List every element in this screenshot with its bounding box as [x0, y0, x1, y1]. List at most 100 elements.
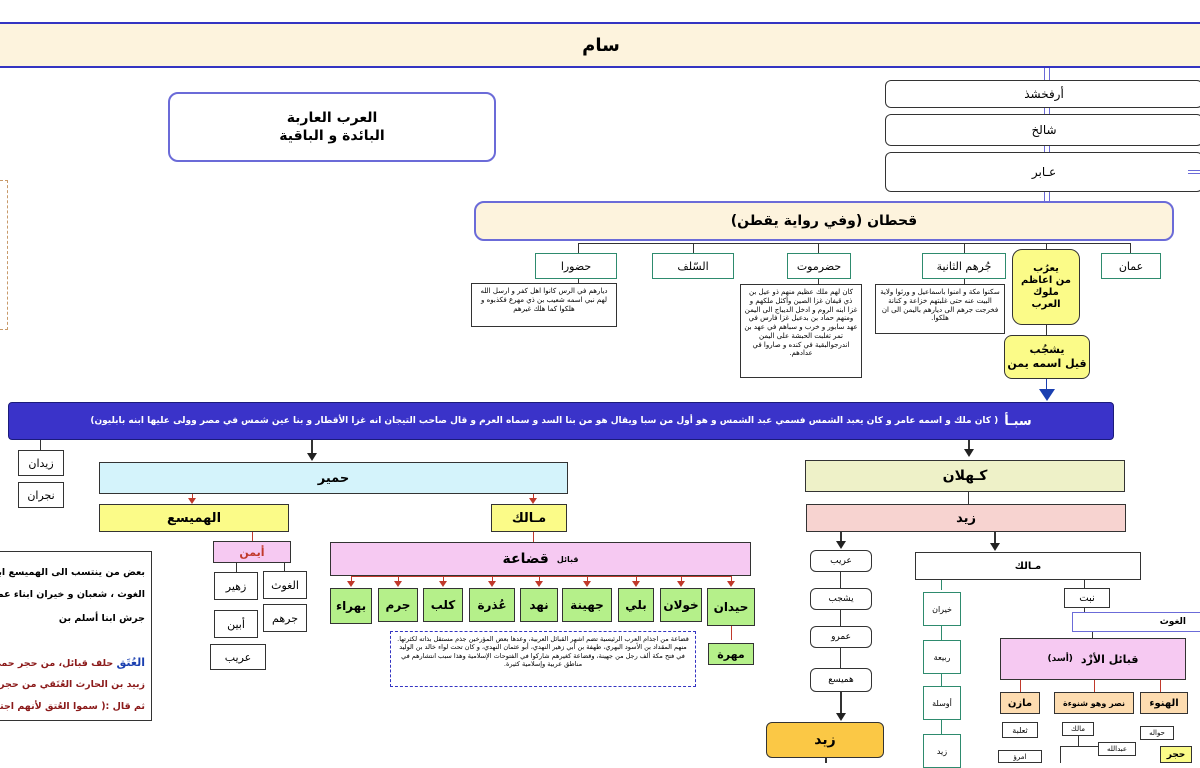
small-malik: مالك: [1062, 722, 1094, 736]
connector: [840, 692, 842, 714]
lineage-shalikh: شالخ: [885, 114, 1200, 146]
yarub-line: العرب: [1031, 299, 1061, 310]
connector: [533, 532, 534, 542]
arrow-down: [307, 453, 317, 461]
child-label: عمان: [1118, 259, 1144, 273]
kahlan-nabt: نبت: [1064, 588, 1110, 608]
arrow-down: [836, 541, 846, 549]
note-text: ديارهم في الرس كانوا اهل كفر و ارسل الله…: [480, 287, 608, 313]
qahtan-child-jurhum: جُرهم الثانية: [922, 253, 1006, 279]
connector: [443, 576, 444, 581]
small-thalaba: ثعلبة: [1002, 722, 1038, 738]
tribe-label: خولان: [663, 598, 699, 612]
tribe-khawlan: خولان: [660, 588, 702, 622]
tribe-kalb: كلب: [423, 588, 463, 622]
side-text-box: بعض من ينتسب الى الهميسع ابن الغوث ، شعب…: [0, 551, 152, 721]
tribe-jarm: جرم: [378, 588, 418, 622]
arrow-down: [529, 498, 537, 504]
qahtan-child-oman: عمان: [1101, 253, 1161, 279]
arrow-down: [990, 543, 1000, 551]
tribe-label: مهرة: [717, 647, 745, 661]
side-line: بعض من ينتسب الى الهميسع ابن: [0, 567, 145, 578]
azd-son-nasr: نصر وهو شنوءة: [1054, 692, 1134, 714]
malik-son-zayd: زيد: [923, 734, 961, 768]
lineage-aber: عـابر: [885, 152, 1200, 192]
quda-note: قضاعة من اجذام العرب الرئيسية تضم اشهر ا…: [390, 631, 696, 687]
connector: [1130, 243, 1131, 253]
small-hawala: حواله: [1140, 726, 1174, 740]
connector: [311, 440, 313, 454]
tribe-label: بهراء: [335, 599, 367, 613]
title-line-1: العرب العاربة: [286, 109, 378, 126]
chain-hamaysa: هميسع: [810, 668, 872, 692]
sam-title: سام: [582, 34, 620, 56]
small-label: حجر: [1166, 749, 1186, 760]
connector: [818, 243, 819, 253]
azd-son-mazin: مازن: [1000, 692, 1040, 714]
connector: [731, 576, 732, 581]
saba-desc: ( كان ملك و اسمه عامر و كان يعبد الشمس ف…: [90, 416, 999, 426]
arrow-down: [1039, 389, 1055, 401]
tribe-label: عُذرة: [477, 598, 507, 612]
son-label: ربيعة: [933, 652, 951, 662]
connector: [1084, 580, 1085, 588]
ghawth-box: الغوث: [1072, 612, 1200, 632]
connector: [1188, 170, 1200, 174]
arrow-down: [727, 581, 735, 587]
arrow-down: [439, 581, 447, 587]
arrow-down: [488, 581, 496, 587]
saba-name: سبـأ: [1004, 413, 1032, 429]
tribe-udhra: عُذرة: [469, 588, 515, 622]
connector: [40, 440, 41, 450]
son-label: أوسلة: [932, 698, 952, 708]
arrow-down: [677, 581, 685, 587]
malik-son-rabia: ربيعة: [923, 640, 961, 674]
tribe-bahra: بهراء: [330, 588, 372, 624]
note-hadura: ديارهم في الرس كانوا اهل كفر و ارسل الله…: [471, 283, 617, 327]
note-text: كان لهم ملك عظيم منهم ذو عيل بن ذي قيفان…: [744, 288, 858, 358]
son-label: الغوث: [271, 578, 299, 592]
ayman-son-jurhum: جرهم: [263, 604, 307, 632]
connector: [636, 576, 637, 581]
small-hajar: حجر: [1160, 746, 1192, 763]
small-label: امرؤ: [1013, 752, 1027, 761]
tribe-label: جرم: [385, 598, 411, 612]
tribe-haydan: حيدان: [707, 588, 755, 626]
chain-label: يشجب: [828, 594, 854, 604]
zayd2-box: زيد: [766, 722, 884, 758]
connector: [1084, 608, 1085, 612]
connector: [192, 494, 193, 499]
connector: [964, 279, 965, 284]
small-abdullah: عبدالله: [1098, 742, 1136, 756]
arrow-down: [632, 581, 640, 587]
connector: [941, 720, 942, 734]
connector: [840, 648, 841, 668]
connector: [1044, 68, 1050, 80]
qahtan-box: قحطان (وفي رواية يقطن): [474, 201, 1174, 241]
connector: [351, 576, 352, 581]
small-label: عبدالله: [1106, 745, 1128, 753]
tribe-label: حيدان: [713, 600, 749, 614]
connector: [731, 626, 732, 640]
tribe-juhayna: جهينة: [562, 588, 612, 622]
chain-yashjub: يشجب: [810, 588, 872, 610]
connector: [1046, 243, 1047, 249]
small-label: مالك: [1071, 725, 1085, 733]
qahtan-child-hadramout: حضرموت: [787, 253, 851, 279]
son-label: أبين: [227, 617, 245, 631]
yashjub-line: يشجُب: [1029, 342, 1065, 356]
chain-label: عمرو: [831, 632, 851, 642]
connector: [1078, 736, 1079, 746]
malik-label: مـالك: [1014, 560, 1042, 572]
connector: [681, 576, 682, 581]
azd-name: (أسد): [1047, 654, 1073, 664]
azd-box: قبائل الأزْد (أسد): [1000, 638, 1186, 680]
ayman-son-arib: عريب: [210, 644, 266, 670]
son-label: عريب: [224, 650, 252, 664]
connector: [825, 758, 827, 763]
yashjub-box: يشجُب قيل اسمه يمن: [1004, 335, 1090, 379]
connector: [578, 243, 1130, 244]
arrow-down: [535, 581, 543, 587]
kahlan-label: كـهلان: [942, 468, 988, 484]
connector: [1020, 680, 1021, 692]
